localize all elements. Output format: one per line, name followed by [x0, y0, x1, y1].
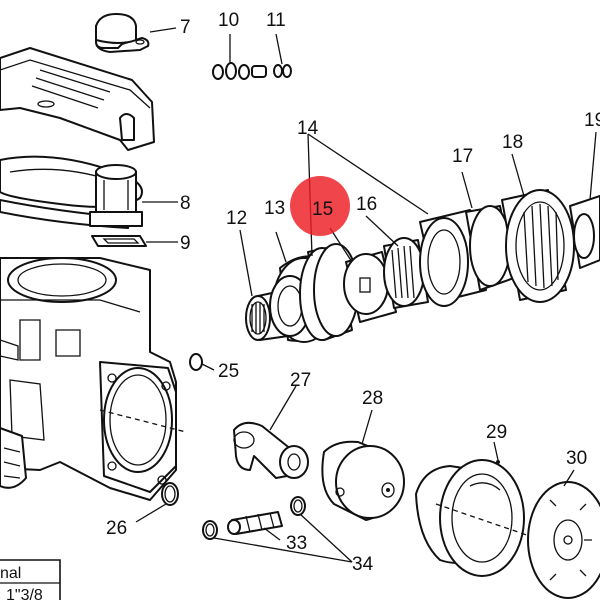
legend-line-1: nal	[0, 565, 21, 582]
leader-lines	[135, 27, 597, 563]
callout-27[interactable]: 27	[290, 370, 311, 391]
part-17-sleeve[interactable]	[419, 205, 515, 307]
callout-30[interactable]: 30	[566, 448, 587, 469]
head-cover[interactable]	[0, 47, 155, 151]
callout-26[interactable]: 26	[106, 518, 127, 539]
callout-12[interactable]: 12	[226, 208, 247, 229]
callout-labels: 7 8 9 10 11 12 13 14 15 16 17 18 19 25 2…	[106, 10, 600, 575]
callout-33[interactable]: 33	[286, 533, 307, 554]
callout-17[interactable]: 17	[452, 146, 473, 167]
part-16-bearing-cage[interactable]	[383, 237, 429, 309]
part-18-roller-bearing[interactable]	[501, 189, 575, 303]
callout-11[interactable]: 11	[266, 10, 286, 31]
part-26-o-ring[interactable]	[161, 482, 179, 506]
callout-19[interactable]: 19	[584, 110, 600, 131]
callout-7[interactable]: 7	[180, 17, 191, 38]
part-25-o-ring[interactable]	[189, 353, 203, 371]
part-27-connecting-rod[interactable]	[233, 421, 309, 479]
part-19-shaft[interactable]	[569, 195, 600, 269]
legend-line-2: 1"3/8	[6, 587, 43, 600]
callout-10[interactable]: 10	[218, 10, 239, 31]
part-10-valve-set[interactable]	[212, 62, 292, 80]
legend-box: nal 1"3/8	[0, 559, 61, 600]
part-8-valve-housing[interactable]	[89, 164, 143, 227]
callout-34[interactable]: 34	[352, 554, 374, 575]
part-34-circlips[interactable]	[202, 496, 306, 540]
part-29-cylinder[interactable]	[415, 459, 600, 577]
part-9-flat-gasket[interactable]	[91, 235, 147, 247]
callout-29[interactable]: 29	[486, 422, 507, 443]
part-7-cap[interactable]	[95, 13, 150, 53]
callout-28[interactable]: 28	[362, 388, 383, 409]
part-30-diaphragm[interactable]	[527, 481, 600, 599]
callout-25[interactable]: 25	[218, 361, 239, 382]
part-14-ring-assembly[interactable]	[299, 243, 359, 341]
pump-body[interactable]	[0, 257, 187, 501]
callout-16[interactable]: 16	[356, 194, 377, 215]
callout-9[interactable]: 9	[180, 233, 191, 254]
callout-13[interactable]: 13	[264, 198, 285, 219]
highlight-marker	[290, 176, 350, 236]
callout-8[interactable]: 8	[180, 193, 191, 214]
part-33-piston-pin[interactable]	[227, 511, 283, 535]
callout-15[interactable]: 15	[312, 199, 333, 220]
callout-14[interactable]: 14	[297, 118, 319, 139]
callout-18[interactable]: 18	[502, 132, 523, 153]
part-28-piston[interactable]	[321, 440, 405, 521]
